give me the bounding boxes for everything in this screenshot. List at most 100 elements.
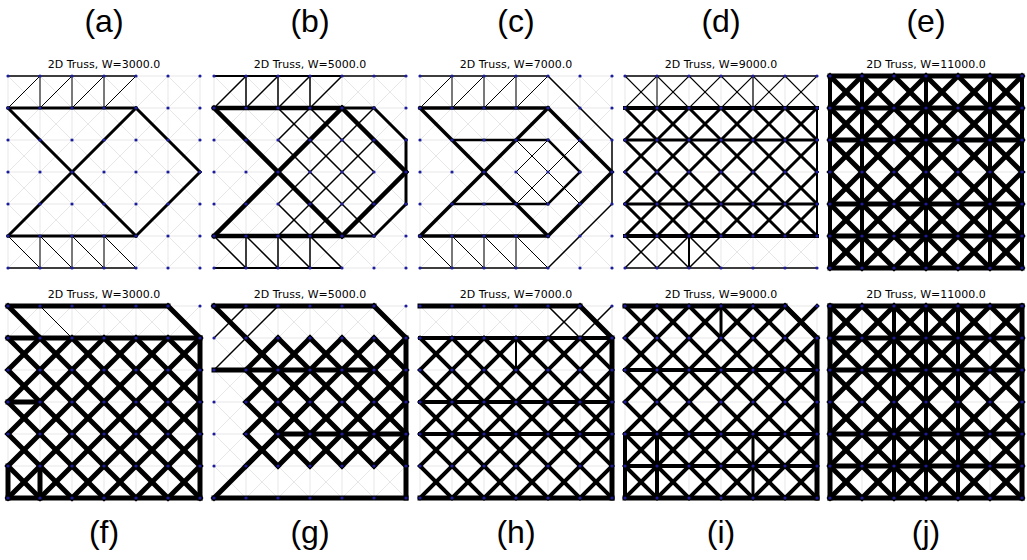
truss-member xyxy=(830,338,862,370)
truss-member xyxy=(214,306,246,338)
ground-line xyxy=(420,466,452,498)
grid-node xyxy=(308,266,311,269)
ground-line xyxy=(246,466,278,498)
ground-line xyxy=(785,76,817,108)
truss-member xyxy=(625,434,657,466)
ground-line xyxy=(40,76,72,108)
grid-node xyxy=(924,106,927,109)
truss-member xyxy=(753,76,785,108)
grid-node xyxy=(102,74,105,77)
truss-member xyxy=(548,76,612,140)
grid-node xyxy=(198,304,201,307)
grid-node xyxy=(134,74,137,77)
truss-member xyxy=(689,434,721,466)
ground-line xyxy=(926,172,958,204)
truss-member xyxy=(420,236,452,268)
truss-member xyxy=(990,108,1022,140)
truss-member xyxy=(420,400,612,404)
ground-line xyxy=(926,434,958,466)
truss-member xyxy=(168,466,200,498)
grid-node xyxy=(956,234,959,237)
grid-node xyxy=(450,266,453,269)
truss-member xyxy=(753,204,785,236)
grid-node xyxy=(860,106,863,109)
grid-node xyxy=(418,304,421,307)
grid-node xyxy=(276,368,279,371)
ground-line xyxy=(310,140,342,172)
grid-node xyxy=(70,336,73,339)
ground-line xyxy=(342,172,374,204)
grid-node xyxy=(988,138,991,141)
ground-line xyxy=(246,466,278,498)
grid-node xyxy=(134,266,137,269)
truss-member xyxy=(926,402,958,434)
ground-line xyxy=(580,236,612,268)
truss-member xyxy=(310,370,342,402)
truss-member xyxy=(136,108,200,172)
ground-line xyxy=(625,338,657,370)
grid-node xyxy=(860,464,863,467)
ground-line xyxy=(580,338,612,370)
truss-member xyxy=(342,140,374,172)
grid-node xyxy=(860,336,863,339)
truss-member xyxy=(753,306,785,338)
grid-node xyxy=(751,368,754,371)
grid-node xyxy=(546,432,549,435)
ground-line xyxy=(420,172,452,204)
grid-node xyxy=(450,432,453,435)
truss-member xyxy=(689,370,721,402)
ground-line xyxy=(104,172,136,204)
grid-node xyxy=(828,336,831,339)
truss-member xyxy=(40,370,72,402)
grid-node xyxy=(198,464,201,467)
truss-member xyxy=(40,434,72,466)
grid-node xyxy=(860,432,863,435)
truss-member xyxy=(625,464,817,468)
ground-line xyxy=(657,236,689,268)
grid-node xyxy=(687,138,690,141)
truss-member xyxy=(277,76,279,108)
truss-member xyxy=(342,402,374,434)
truss-member xyxy=(926,466,958,498)
ground-line xyxy=(862,434,894,466)
grid-node xyxy=(276,170,279,173)
ground-line xyxy=(785,402,817,434)
ground-line xyxy=(830,108,862,140)
ground-line xyxy=(374,338,406,370)
truss-member xyxy=(990,434,1022,466)
grid-node xyxy=(783,170,786,173)
ground-line xyxy=(657,140,689,172)
ground-line xyxy=(420,306,452,338)
truss-member xyxy=(657,76,689,108)
grid-node xyxy=(546,304,549,307)
grid-node xyxy=(815,138,818,141)
ground-line xyxy=(310,76,342,108)
node-dots xyxy=(418,74,613,269)
truss-member xyxy=(625,139,817,142)
ground-line xyxy=(214,236,246,268)
ground-line xyxy=(830,172,862,204)
truss-member xyxy=(214,108,342,236)
grid-node xyxy=(166,464,169,467)
ground-line xyxy=(214,434,246,466)
ground-line xyxy=(926,204,958,236)
grid-node xyxy=(244,138,247,141)
ground-line xyxy=(452,434,484,466)
ground-line xyxy=(72,434,104,466)
ground-line xyxy=(830,108,862,140)
grid-node xyxy=(578,138,581,141)
grid-node xyxy=(623,400,626,403)
grid-node xyxy=(892,304,895,307)
ground-line xyxy=(625,434,657,466)
ground-line xyxy=(278,204,310,236)
ground-line xyxy=(894,108,926,140)
truss-member xyxy=(860,76,864,268)
ground-line xyxy=(278,236,310,268)
grid-node xyxy=(6,368,9,371)
ground-line xyxy=(484,236,516,268)
grid-node xyxy=(38,106,41,109)
grid-node xyxy=(546,74,549,77)
grid-node xyxy=(6,432,9,435)
truss-member xyxy=(548,172,580,204)
truss-member xyxy=(580,434,612,466)
